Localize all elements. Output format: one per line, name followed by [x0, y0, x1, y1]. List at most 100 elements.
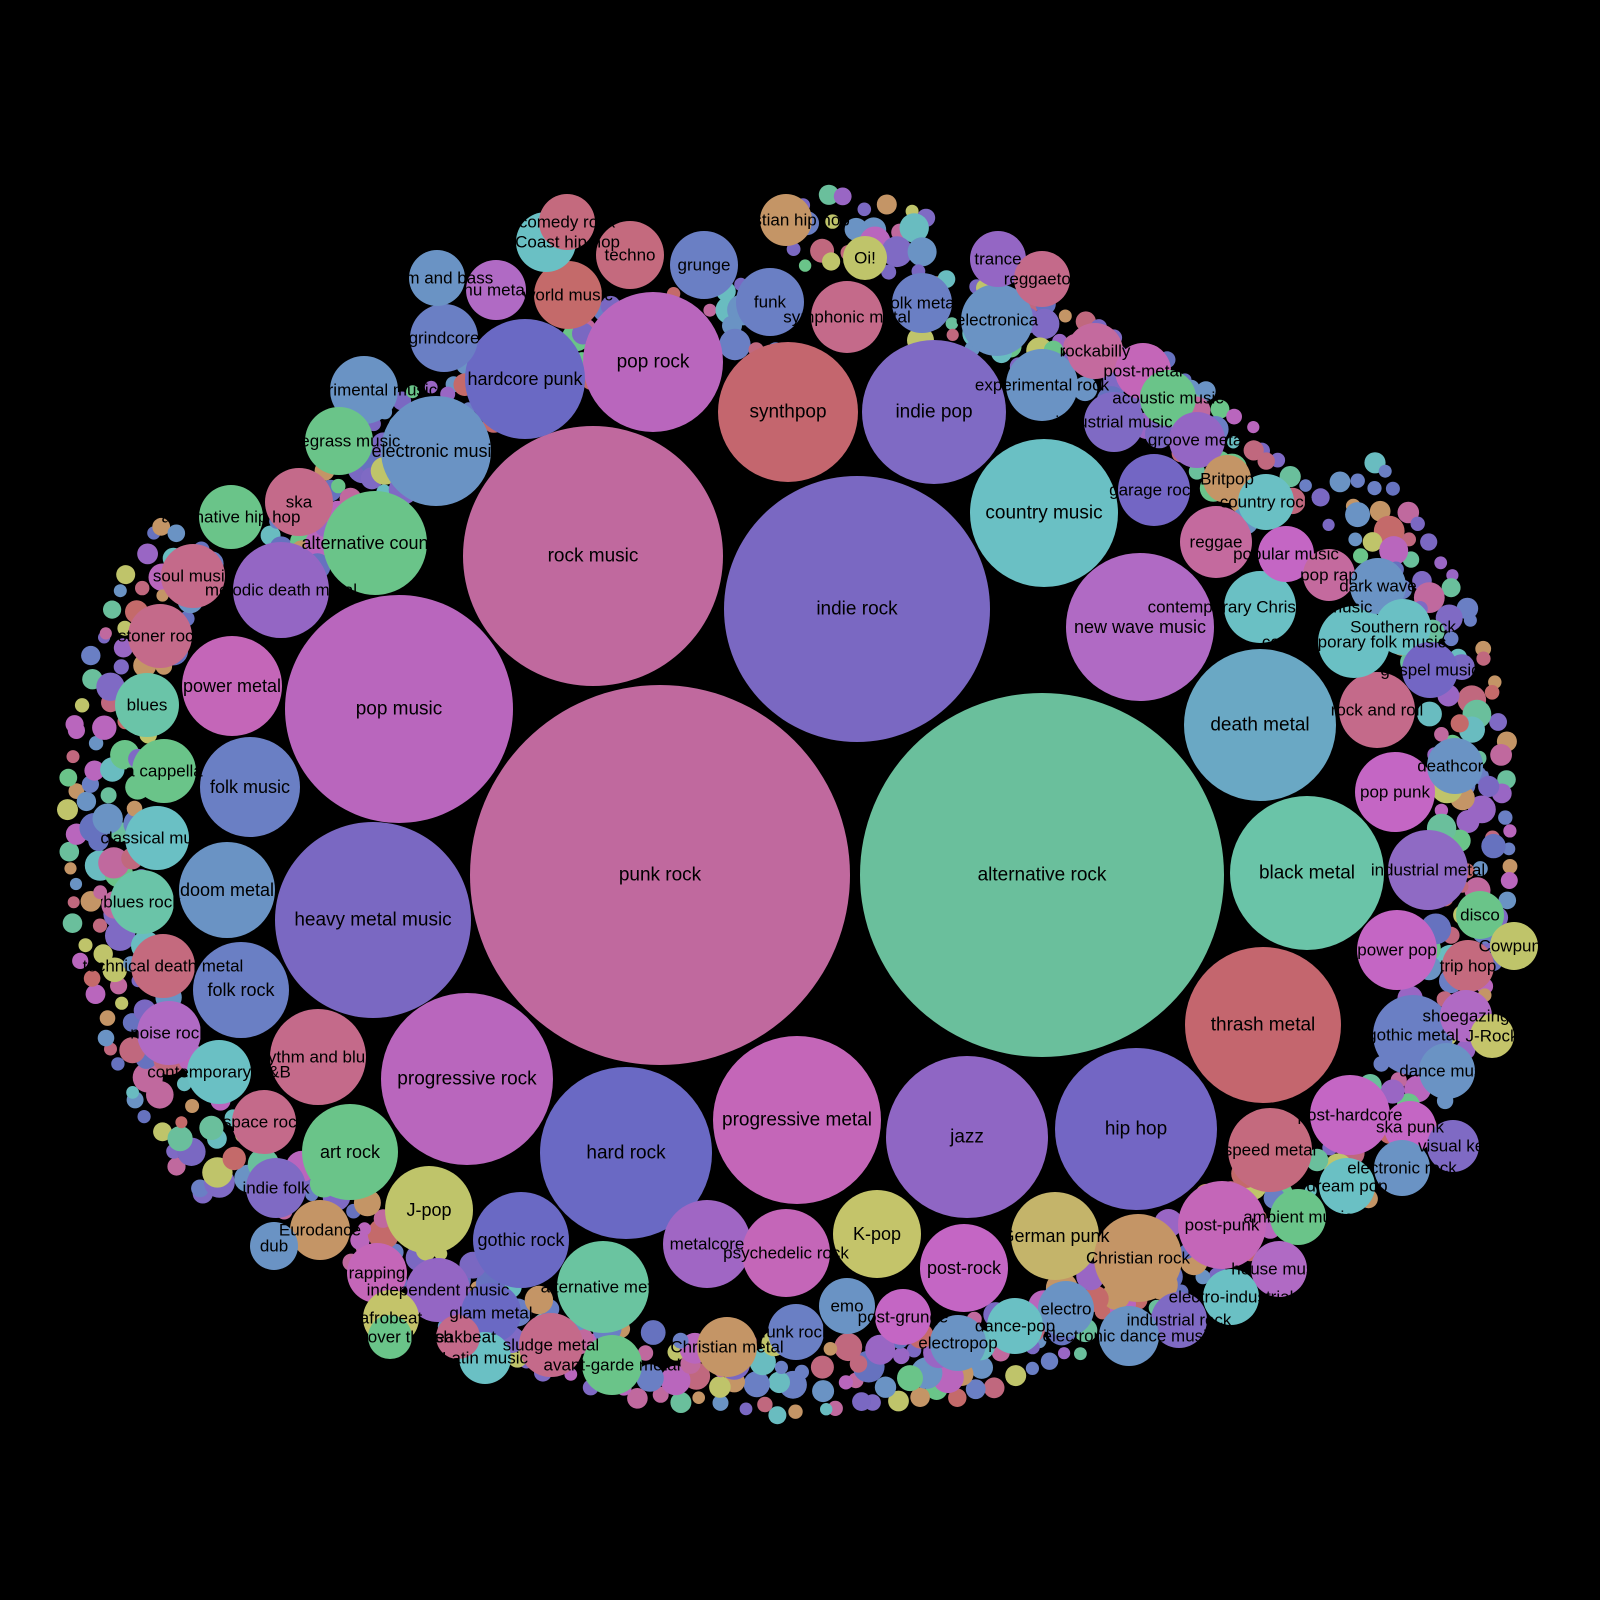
- bubble-label-electronic-rock: electronic rock: [1347, 1159, 1457, 1178]
- small-bubble: [893, 1347, 910, 1365]
- bubble-electro-industrial: [1203, 1269, 1259, 1325]
- small-bubble: [874, 1376, 897, 1398]
- small-bubble: [524, 1285, 554, 1315]
- bubble-label-progressive-metal: progressive metal: [722, 1110, 872, 1131]
- bubble-technical-death-metal: [131, 934, 195, 998]
- bubble-label-reggaeton: reggaeton: [1004, 270, 1081, 289]
- bubble-label-alternative-country: alternative country: [301, 533, 448, 553]
- bubble-soul-music: [161, 544, 225, 608]
- bubble-eurodance: [290, 1200, 350, 1260]
- small-bubble: [1058, 309, 1072, 323]
- bubble-grindcore: [410, 304, 478, 372]
- small-bubble: [660, 1365, 691, 1396]
- bubble-label-indie-pop: indie pop: [895, 402, 972, 423]
- small-bubble: [84, 760, 105, 781]
- bubble-progressive-metal: [713, 1036, 881, 1204]
- bubble-label-popular-music: popular music: [1233, 545, 1339, 564]
- bubble-experimental-rock: [1006, 349, 1078, 421]
- bubble-electronic-dance-music: [1099, 1306, 1159, 1366]
- bubble-label-house-music: house music: [1231, 1260, 1327, 1279]
- bubble-punk-rock: [470, 685, 850, 1065]
- bubble-label-punk-rock: punk rock: [619, 865, 702, 886]
- small-bubble: [357, 1222, 372, 1236]
- small-bubble: [116, 565, 136, 585]
- bubble-cowpunk: [1490, 922, 1538, 970]
- small-bubble: [1345, 502, 1371, 528]
- small-bubble: [1503, 824, 1517, 838]
- bubble-label-post-rock: post-rock: [927, 1258, 1002, 1278]
- small-bubble: [1489, 713, 1507, 731]
- bubble-indie-folk: [246, 1158, 306, 1218]
- small-bubble: [910, 1387, 930, 1407]
- bubble-label-alternative-hip-hop: alternative hip hop: [162, 508, 301, 527]
- small-bubble: [1362, 532, 1383, 552]
- bubble-label-drum-and-bass: drum and bass: [381, 269, 493, 288]
- small-bubble: [865, 1334, 896, 1365]
- bubble-pop-punk: [1355, 752, 1435, 832]
- small-bubble: [1478, 775, 1500, 798]
- labeled-bubbles: [110, 194, 1538, 1395]
- bubble-label-electronic-music: electronic music: [371, 441, 500, 461]
- bubble-label-black-metal: black metal: [1259, 863, 1355, 884]
- bubble-alternative-country: [323, 491, 427, 595]
- bubble-label-christian-rock: Christian rock: [1086, 1249, 1190, 1268]
- bubble-independent-music: [406, 1258, 470, 1322]
- small-bubble: [102, 957, 127, 983]
- bubble-label-electro: electro: [1040, 1300, 1091, 1319]
- bubble-rockabilly: [1067, 323, 1123, 379]
- small-bubble: [1434, 803, 1449, 818]
- bubble-post-punk: [1178, 1181, 1266, 1269]
- small-bubble: [652, 1386, 669, 1403]
- bubble-label-country-music: country music: [985, 503, 1102, 524]
- small-bubble: [627, 1388, 648, 1409]
- small-bubble: [99, 627, 112, 640]
- bubble-death-metal: [1184, 649, 1336, 801]
- bubble-space-rock: [232, 1090, 296, 1154]
- bubble-label-groove-metal: groove metal: [1148, 431, 1246, 450]
- bubble-label-pop-rock: pop rock: [617, 352, 690, 373]
- bubble-label-dance-music: dance music: [1399, 1062, 1495, 1081]
- bubble-sludge-metal: [519, 1313, 583, 1377]
- bubble-electro: [1038, 1281, 1094, 1337]
- small-bubble: [97, 1029, 115, 1047]
- bubble-label-contemporary-christian-music: contemporary Christian music: [1148, 598, 1373, 617]
- small-bubble: [66, 750, 80, 764]
- bubble-techno: [596, 221, 664, 289]
- bubble-label-symphonic-metal: symphonic metal: [783, 308, 911, 327]
- bubble-label-country-rock: country rock: [1220, 493, 1313, 512]
- small-bubble: [83, 970, 101, 987]
- bubble-label-thrash-metal: thrash metal: [1211, 1015, 1316, 1036]
- bubble-label-deathcore: deathcore: [1417, 757, 1493, 776]
- small-bubble: [1434, 556, 1448, 570]
- small-bubble: [1329, 471, 1351, 493]
- bubble-label-experimental-rock: experimental rock: [975, 376, 1110, 395]
- bubble-ska-punk: [1384, 1101, 1436, 1153]
- bubble-label-blues: blues: [127, 696, 168, 715]
- bubble-rhythm-and-blues: [270, 1009, 366, 1105]
- bubble-pop-rock: [583, 292, 723, 432]
- bubble-label-oi: Oi!: [854, 249, 876, 268]
- small-bubble: [1484, 685, 1500, 700]
- bubble-pop-music: [285, 595, 513, 823]
- bubble-label-trip-hop: trip hop: [1440, 957, 1497, 976]
- small-bubble: [67, 896, 80, 909]
- small-bubble: [99, 1010, 116, 1026]
- small-bubble: [64, 862, 77, 875]
- bubble-christian-metal: [697, 1317, 757, 1377]
- bubble-label-grunge: grunge: [678, 256, 731, 275]
- bubble-post-grunge: [875, 1289, 931, 1345]
- bubble-label-indie-rock: indie rock: [816, 599, 898, 620]
- small-bubble: [76, 791, 97, 812]
- bubble-label-bluegrass-music: bluegrass music: [278, 432, 401, 451]
- small-bubble: [719, 328, 751, 361]
- bubble-britpop: [1203, 455, 1251, 503]
- bubble-label-trance: trance: [974, 250, 1021, 269]
- bubble-electropop: [930, 1315, 986, 1371]
- bubble-label-funk-rock: funk rock: [762, 1323, 831, 1342]
- bubble-trip-hop: [1442, 940, 1494, 992]
- small-bubble: [65, 715, 84, 734]
- small-bubble: [331, 478, 346, 494]
- bubble-hardcore-punk: [465, 319, 585, 439]
- bubble-experimental-music: [330, 356, 398, 424]
